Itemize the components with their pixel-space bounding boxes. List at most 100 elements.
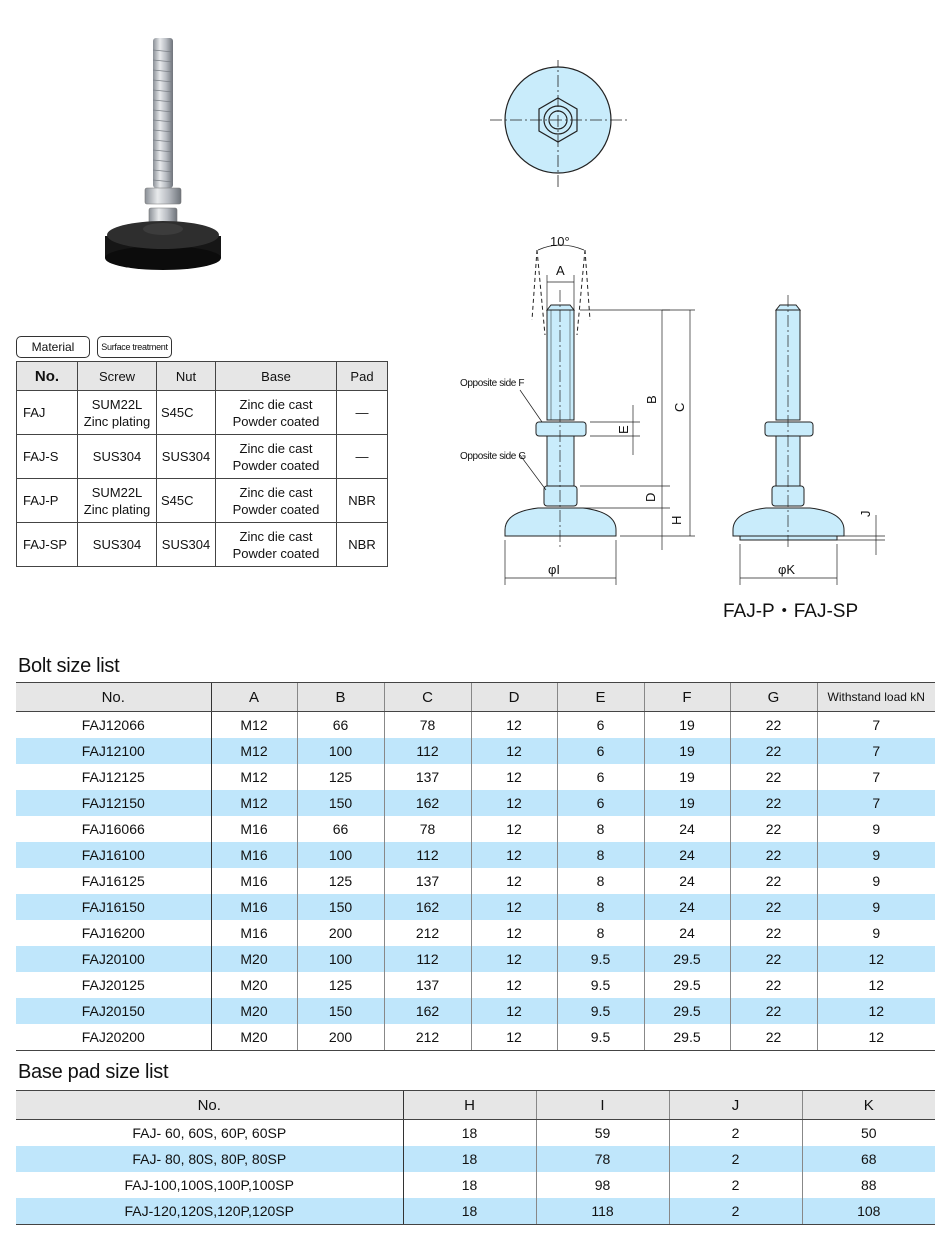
bolt-b-cell: 125 xyxy=(296,764,384,790)
dim-e-label: E xyxy=(616,425,631,434)
bolt-no-cell: FAJ12100 xyxy=(16,738,211,764)
bolt-f-cell: 24 xyxy=(643,920,730,946)
bolt-a-cell: M16 xyxy=(210,842,297,868)
bolt-b-cell: 200 xyxy=(296,920,384,946)
material-header-pad: Pad xyxy=(336,361,388,391)
material-pad: NBR xyxy=(336,522,388,567)
material-nut: S45C xyxy=(156,390,216,435)
technical-drawing: 10° A B C E D H J φI φK Opposite side F … xyxy=(460,60,885,622)
bolt-no-cell: FAJ16100 xyxy=(16,842,211,868)
bolt-d-cell: 12 xyxy=(470,711,557,738)
bolt-no-cell: FAJ20125 xyxy=(81,977,145,993)
bolt-g-cell: 22 xyxy=(729,868,817,894)
dim-j-label: J xyxy=(858,511,873,518)
pad-i-cell: 118 xyxy=(535,1198,669,1225)
bolt-e-cell: 8 xyxy=(556,920,644,946)
bolt-g-cell: 22 xyxy=(729,790,817,816)
bolt-c-cell: 78 xyxy=(383,711,471,738)
bolt-b-cell: 66 xyxy=(296,816,384,842)
bolt-no-cell: FAJ16200 xyxy=(81,925,145,941)
pad-no-cell: FAJ-100,100S,100P,100SP xyxy=(124,1177,294,1193)
bolt-f-cell: 24 xyxy=(643,868,730,894)
dim-b-label: B xyxy=(644,395,659,404)
bolt-c-cell: 162 xyxy=(383,998,471,1024)
pad-no-cell: FAJ- 80, 80S, 80P, 80SP xyxy=(16,1146,403,1172)
material-screw: SUS304 xyxy=(77,434,157,479)
pad-h-cell: 18 xyxy=(402,1198,536,1225)
bolt-header-e: E xyxy=(556,682,644,712)
dim-h-label: H xyxy=(669,516,684,525)
material-header-screw: Screw xyxy=(77,361,157,391)
pad-k-cell: 50 xyxy=(801,1119,935,1146)
bolt-no-cell: FAJ20150 xyxy=(16,998,211,1024)
pad-header-k: K xyxy=(801,1090,935,1120)
bolt-g-cell: 22 xyxy=(729,998,817,1024)
bolt-g-cell: 22 xyxy=(729,816,817,842)
bolt-g-cell: 22 xyxy=(729,920,817,946)
side-view-pad xyxy=(732,295,845,550)
pad-header-i: I xyxy=(535,1090,669,1120)
bolt-g-cell: 22 xyxy=(729,1024,817,1051)
bolt-header-row: No. A B C D E F G Withstand load kN xyxy=(16,682,935,712)
bolt-a-cell: M12 xyxy=(210,764,297,790)
bolt-e-cell: 8 xyxy=(556,868,644,894)
bolt-a-cell: M16 xyxy=(210,868,297,894)
bolt-size-table: No. A B C D E F G Withstand load kN FAJ1… xyxy=(16,682,935,1051)
bolt-g-cell: 22 xyxy=(729,894,817,920)
bolt-d-cell: 12 xyxy=(470,946,557,972)
bolt-g-cell: 22 xyxy=(729,842,817,868)
material-header-base: Base xyxy=(215,361,337,391)
top-view xyxy=(490,60,628,190)
bolt-f-cell: 19 xyxy=(643,790,730,816)
bolt-load-cell: 9 xyxy=(816,842,935,868)
side-view xyxy=(504,249,617,550)
bolt-g-cell: 22 xyxy=(729,764,817,790)
bolt-b-cell: 66 xyxy=(296,711,384,738)
bolt-f-cell: 24 xyxy=(643,816,730,842)
bolt-c-cell: 137 xyxy=(383,972,471,998)
bolt-e-cell: 6 xyxy=(556,764,644,790)
material-no: FAJ xyxy=(16,390,78,435)
pad-k-cell: 108 xyxy=(801,1198,935,1225)
bolt-b-cell: 100 xyxy=(296,738,384,764)
bolt-c-cell: 137 xyxy=(383,764,471,790)
bolt-load-cell: 9 xyxy=(816,868,935,894)
bolt-b-cell: 125 xyxy=(296,972,384,998)
material-pad: — xyxy=(336,434,388,479)
material-no: FAJ-P xyxy=(16,478,78,523)
bolt-b-cell: 150 xyxy=(296,998,384,1024)
material-tag: Material xyxy=(16,336,90,358)
phi-i-label: φI xyxy=(548,562,560,577)
bolt-e-cell: 6 xyxy=(556,711,644,738)
bolt-d-cell: 12 xyxy=(470,998,557,1024)
dim-d-label: D xyxy=(643,493,658,502)
pad-h-cell: 18 xyxy=(402,1172,536,1198)
bolt-load-cell: 12 xyxy=(816,946,935,972)
dim-a-label: A xyxy=(556,263,565,278)
pad-k-cell: 68 xyxy=(801,1146,935,1172)
bolt-a-cell: M20 xyxy=(210,1024,297,1051)
pad-header-row: No. H I J K xyxy=(16,1090,935,1120)
bolt-d-cell: 12 xyxy=(470,816,557,842)
bolt-d-cell: 12 xyxy=(470,894,557,920)
bolt-load-cell: 9 xyxy=(816,816,935,842)
dimensions-pad xyxy=(739,515,885,585)
bolt-a-cell: M12 xyxy=(210,711,297,738)
